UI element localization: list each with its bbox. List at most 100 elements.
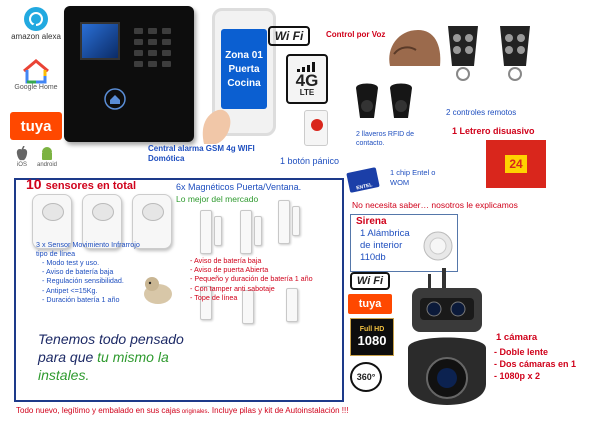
fullhd-badge: Full HD 1080 (350, 318, 394, 356)
sensors-count-number: 10 (26, 176, 42, 192)
camera-wifi-label: Wi Fi (356, 275, 384, 287)
remote-control-icon (448, 26, 478, 81)
magnetic-sensor (240, 210, 252, 254)
pir-sensor (32, 194, 72, 249)
sign-number: 24 (509, 157, 523, 171)
rfid-keyfob-icon (356, 83, 412, 118)
person-face-icon (389, 30, 441, 66)
sign-number-box: 24 (505, 155, 527, 173)
pir-feature: Duración batería 1 año (42, 295, 152, 304)
wifi-badge: Wi Fi (268, 26, 310, 46)
signal-bars-icon (297, 61, 315, 72)
sim-chip-card: ENTEL (346, 167, 380, 193)
magnetic-sensor (200, 210, 212, 254)
os-badges: iOS android (6, 146, 66, 168)
lte-small: LTE (299, 87, 315, 97)
tuya-badge: tuya (6, 112, 66, 140)
voice-control-label: Control por Voz (326, 30, 386, 39)
central-label: Central alarma GSM 4g WIFI Domótica (148, 144, 255, 163)
phone-screen: Zona 01 Puerta Cocina (221, 29, 267, 109)
magnetic-magnet (214, 216, 222, 246)
google-home-icon (23, 59, 49, 84)
pir-features: Modo test y uso. Aviso de batería baja R… (42, 258, 152, 304)
alexa-badge: amazon alexa (6, 6, 66, 41)
sign-label: 1 Letrero disuasivo (452, 126, 535, 136)
closing-message: Tenemos todo pensado para que tu mismo l… (38, 330, 208, 384)
ptz-camera-icon (408, 268, 486, 405)
phone-door: Puerta (228, 63, 260, 75)
footer-small: originales (180, 409, 208, 415)
footer-main: Todo nuevo, legítimo y embalado en sus c… (16, 406, 181, 415)
camera-tuya-badge: tuya (348, 294, 392, 314)
pir-title: 3 x Sensor Movimiento Infrarrojo tipo de… (36, 240, 140, 258)
camera-features: Doble lente Dos cámaras en 1 1080p x 2 (494, 346, 586, 382)
remotes-label: 2 controles remotos (446, 108, 517, 117)
apple-icon (16, 146, 28, 161)
deterrent-sign: 24 (486, 140, 546, 188)
mag-subtitle: Lo mejor del mercado (176, 194, 259, 204)
pir-feature: Regulación sensibilidad. (42, 276, 152, 285)
sensors-box (14, 178, 344, 402)
rfid-label: 2 llaveros RFID de contacto. (356, 131, 414, 147)
panel-home-icon (104, 88, 126, 110)
lte-big: 4G (295, 70, 319, 90)
siren-line-3: 110db (360, 252, 386, 263)
pir-sensor (82, 194, 122, 249)
phone-zone: Zona 01 (225, 49, 263, 61)
alexa-icon (24, 7, 48, 31)
pir-feature: Aviso de batería baja (42, 267, 152, 276)
panel-screen (80, 22, 120, 60)
closing-line-2b: tu mismo la (97, 349, 169, 365)
hand-icon (202, 109, 231, 144)
google-home-label: Google Home (14, 84, 58, 91)
rotation-360-label: 360° (356, 372, 376, 382)
mag-feature: Tope de línea (190, 293, 340, 302)
alexa-label: amazon alexa (11, 32, 61, 41)
panic-label: 1 botón pánico (280, 156, 340, 166)
mag-title: 6x Magnéticos Puerta/Ventana. (176, 182, 302, 192)
pir-feature: Antipet <=15Kg. (42, 286, 152, 295)
siren-text: 1 Alámbrica de interior 110db (360, 228, 410, 264)
fullhd-label: Full HD (359, 326, 385, 333)
pet-dog-icon (144, 277, 172, 304)
ios-label: iOS (16, 162, 27, 168)
chip-label: 1 chip Entel o WOM (390, 168, 436, 187)
tagline: No necesita saber… nosotros le explicamo… (352, 200, 518, 210)
mag-feature: Aviso de batería baja (190, 256, 340, 265)
panic-red-button (311, 119, 323, 131)
tuya-logo: tuya (10, 112, 62, 140)
sensors-count-text: sensores en total (45, 180, 137, 192)
lte-badge: 4G LTE (286, 54, 328, 104)
sensors-count: 10 sensores en total (26, 176, 136, 192)
camera-feature: 1080p x 2 (494, 370, 586, 382)
closing-line-1: Tenemos todo pensado (38, 331, 184, 347)
phone-room: Cocina (227, 77, 261, 89)
siren-title: Sirena (356, 216, 387, 227)
closing-line-2a: para que (38, 349, 98, 365)
google-home-badge: Google Home (6, 58, 66, 91)
panel-keypad (134, 28, 171, 67)
camera-tuya-label: tuya (358, 298, 382, 310)
fullhd-1080: 1080 (357, 333, 387, 348)
android-icon (41, 147, 52, 160)
pir-feature: Modo test y uso. (42, 258, 152, 267)
camera-feature: Doble lente (494, 346, 586, 358)
camera-wifi-badge: Wi Fi (350, 272, 390, 290)
siren-line-2: de interior (360, 240, 403, 251)
mag-features: Aviso de batería baja Aviso de puerta Ab… (190, 256, 340, 302)
footer-rest: . Incluye pilas y kit de Autoinstalación… (207, 406, 349, 415)
panic-button-device (304, 110, 328, 146)
camera-title: 1 cámara (496, 332, 538, 343)
magnetic-magnet (292, 206, 300, 236)
closing-line-3: instales. (38, 367, 90, 383)
mag-feature: Con tamper anti sabotaje (190, 284, 340, 293)
footer-text: Todo nuevo, legítimo y embalado en sus c… (16, 406, 436, 415)
wifi-label: Wi Fi (274, 29, 304, 43)
mag-feature: Aviso de puerta Abierta (190, 265, 340, 274)
magnetic-sensor (278, 200, 290, 244)
siren-device-icon (423, 231, 453, 261)
siren-box (350, 214, 458, 272)
pir-sensor (132, 194, 172, 249)
chip-card-text: ENTEL (355, 182, 374, 192)
magnetic-magnet (254, 216, 262, 246)
